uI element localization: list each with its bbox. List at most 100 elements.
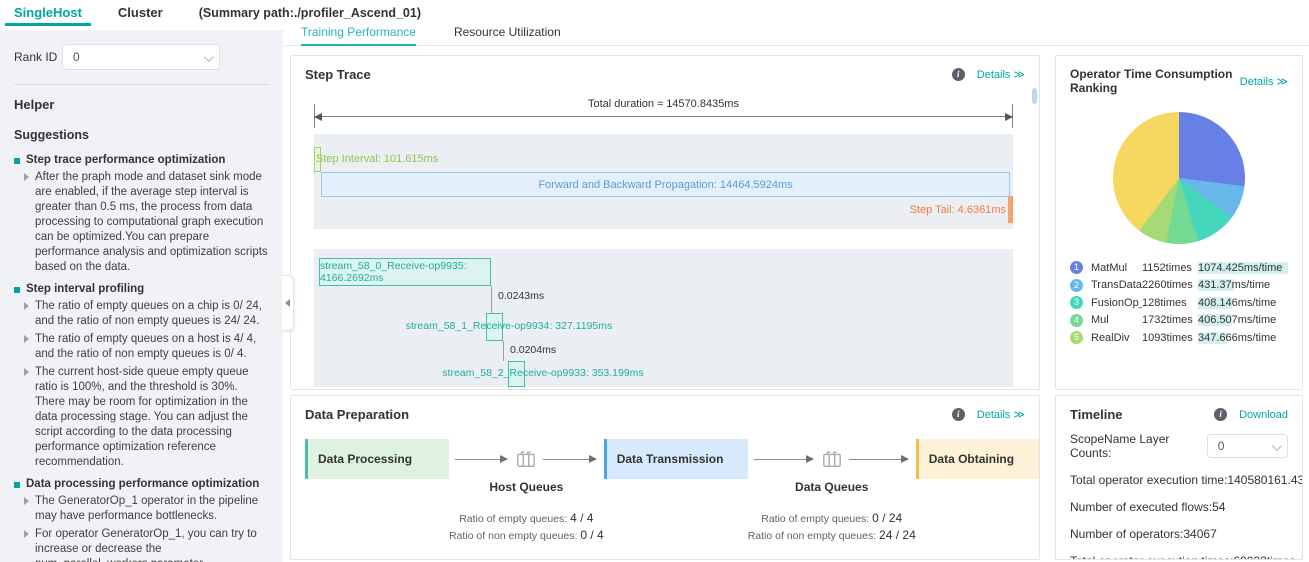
stage-data-obtaining[interactable]: Data Obtaining xyxy=(915,439,1039,479)
step-trace-panel: Step Trace Details ≫ Total duration ≈ 14… xyxy=(290,55,1040,390)
legend-row[interactable]: 1 MatMul 1152times 1074.425ms/time xyxy=(1070,259,1288,277)
triangle-bullet-icon xyxy=(24,530,29,538)
info-icon[interactable] xyxy=(1214,408,1228,421)
data-preparation-panel: Data Preparation Details ≫ Data Processi… xyxy=(290,395,1040,560)
operator-time-pie-chart[interactable] xyxy=(1113,112,1245,244)
connector-line xyxy=(503,341,504,361)
queue-icon xyxy=(517,451,536,467)
tab-resource-utilization[interactable]: Resource Utilization xyxy=(453,25,561,39)
fp-bp-label: Forward and Backward Propagation: 14464.… xyxy=(538,178,793,191)
divider xyxy=(14,84,269,85)
legend-row[interactable]: 4 Mul 1732times 406.507ms/time xyxy=(1070,312,1288,330)
step-tail-label: Step Tail: 4.6361ms xyxy=(909,204,1006,216)
triangle-bullet-icon xyxy=(24,302,29,310)
legend-row[interactable]: 5 RealDiv 1093times 347.666ms/time xyxy=(1070,329,1288,347)
rank-badge: 1 xyxy=(1070,261,1083,275)
host-queues-column: Host Queues Ratio of empty queues: 4 / 4… xyxy=(449,439,604,544)
receive-op-bar-1[interactable] xyxy=(486,313,503,341)
summary-path: (Summary path:./profiler_Ascend_01) xyxy=(198,5,421,20)
operator-ranking-panel: Operator Time Consumption Ranking Detail… xyxy=(1055,55,1303,390)
helper-title: Helper xyxy=(14,97,55,112)
receive-op-bar-0[interactable]: stream_58_0_Receive-op9935: 4166.2692ms xyxy=(319,258,491,286)
suggestion-item: The ratio of empty queues on a chip is 0… xyxy=(24,299,269,329)
sidebar-collapse-handle[interactable] xyxy=(282,275,294,331)
timeline-stat: Number of operators:34067 xyxy=(1070,527,1217,541)
total-duration-label: Total duration ≈ 14570.8435ms xyxy=(588,98,739,110)
step-trace-track-1: Step Interval: 101.615ms Forward and Bac… xyxy=(314,134,1013,229)
chevron-down-icon xyxy=(1271,441,1282,452)
suggestions-title: Suggestions xyxy=(14,128,90,142)
tab-cluster[interactable]: Cluster xyxy=(117,5,163,20)
step-trace-track-2: stream_58_0_Receive-op9935: 4166.2692ms … xyxy=(314,249,1013,387)
legend-row[interactable]: 2 TransData 2260times 431.37ms/time xyxy=(1070,277,1288,295)
rank-id-select[interactable]: 0 xyxy=(62,44,220,70)
helper-sidebar: Rank ID 0 Helper Suggestions Step trace … xyxy=(0,30,294,562)
suggestion-item: For operator GeneratorOp_1, you can try … xyxy=(24,527,269,562)
step-trace-details-link[interactable]: Details ≫ xyxy=(976,69,1025,81)
timeline-stat: Number of executed flows:54 xyxy=(1070,500,1226,514)
operator-ranking-details-link[interactable]: Details ≫ xyxy=(1239,75,1288,88)
host-queues-ratios: Ratio of empty queues: 4 / 4 Ratio of no… xyxy=(449,511,604,542)
timeline-stat: Total operator execution times:69033time… xyxy=(1070,554,1295,559)
queue-icon xyxy=(822,451,841,467)
info-icon[interactable] xyxy=(951,68,965,81)
suggestion-section-title: Step interval profiling xyxy=(14,283,269,295)
suggestion-item: After the praph mode and dataset sink mo… xyxy=(24,170,269,275)
timeline-stat: Total operator execution time:140580161.… xyxy=(1070,473,1302,487)
receive-op-bar-2[interactable] xyxy=(508,361,525,387)
connector-line xyxy=(491,286,492,313)
total-duration-indicator: Total duration ≈ 14570.8435ms xyxy=(314,98,1013,128)
top-navigation-bar: SingleHost Cluster (Summary path:./profi… xyxy=(0,0,1309,26)
scrollbar-thumb[interactable] xyxy=(1032,88,1037,104)
gap-duration-label: 0.0204ms xyxy=(510,344,557,356)
receive-op-label-2: stream_58_2_Receive-op9933: 353.199ms xyxy=(442,367,644,379)
data-pipeline-flow: Data Processing Host Queues xyxy=(305,439,1039,544)
rank-id-label: Rank ID xyxy=(14,50,58,64)
scopename-layer-counts-select[interactable]: 0 xyxy=(1206,434,1288,458)
timeline-panel: Timeline Download ScopeName Layer Counts… xyxy=(1055,395,1303,560)
chevron-down-icon xyxy=(203,52,214,63)
stage-data-transmission[interactable]: Data Transmission xyxy=(603,439,748,479)
collapse-arrow-icon xyxy=(285,299,290,307)
suggestion-section-title: Step trace performance optimization xyxy=(14,154,269,166)
step-trace-title: Step Trace xyxy=(305,67,371,82)
tab-singlehost[interactable]: SingleHost xyxy=(5,5,91,26)
timeline-download-link[interactable]: Download xyxy=(1239,408,1288,421)
suggestion-item: The GeneratorOp_1 operator in the pipeli… xyxy=(24,494,269,524)
flow-arrow-icon xyxy=(848,454,909,463)
rank-badge: 2 xyxy=(1070,278,1083,292)
rank-badge: 3 xyxy=(1070,296,1083,310)
flow-arrow-icon xyxy=(543,454,598,463)
square-bullet-icon xyxy=(14,287,20,293)
step-tail-bar[interactable] xyxy=(1008,196,1013,223)
step-interval-label: Step Interval: 101.615ms xyxy=(316,153,439,165)
timeline-title: Timeline xyxy=(1070,407,1123,422)
main-tabs: Training Performance Resource Utilizatio… xyxy=(283,25,1309,46)
data-queues-ratios: Ratio of empty queues: 0 / 24 Ratio of n… xyxy=(747,511,916,542)
triangle-bullet-icon xyxy=(24,497,29,505)
suggestion-section-title: Data processing performance optimization xyxy=(14,478,269,490)
gap-duration-label: 0.0243ms xyxy=(498,290,545,302)
legend-row[interactable]: 3 FusionOp_MatMul... 128times 408.146ms/… xyxy=(1070,294,1288,312)
triangle-bullet-icon xyxy=(24,173,29,181)
triangle-bullet-icon xyxy=(24,368,29,376)
flow-arrow-icon xyxy=(753,454,814,463)
stage-data-processing[interactable]: Data Processing xyxy=(305,439,449,479)
tab-training-performance[interactable]: Training Performance xyxy=(301,25,416,46)
data-queues-label: Data Queues xyxy=(795,480,869,494)
info-icon[interactable] xyxy=(951,408,965,421)
step-trace-chart: Total duration ≈ 14570.8435ms Step Inter… xyxy=(314,98,1013,387)
data-preparation-title: Data Preparation xyxy=(305,407,410,422)
suggestion-item: The current host-side queue empty queue … xyxy=(24,365,269,470)
duration-arrow xyxy=(314,112,1013,121)
host-queues-label: Host Queues xyxy=(489,480,564,494)
fp-bp-bar[interactable]: Forward and Backward Propagation: 14464.… xyxy=(321,172,1010,197)
square-bullet-icon xyxy=(14,482,20,488)
scopename-layer-counts-label: ScopeName Layer Counts: xyxy=(1070,432,1170,460)
rank-id-value: 0 xyxy=(73,50,80,64)
rank-badge: 5 xyxy=(1070,331,1083,345)
square-bullet-icon xyxy=(14,158,20,164)
pie-legend: 1 MatMul 1152times 1074.425ms/time 2 Tra… xyxy=(1070,259,1288,347)
data-preparation-details-link[interactable]: Details ≫ xyxy=(976,409,1025,421)
step-interval-bar[interactable] xyxy=(314,147,321,172)
